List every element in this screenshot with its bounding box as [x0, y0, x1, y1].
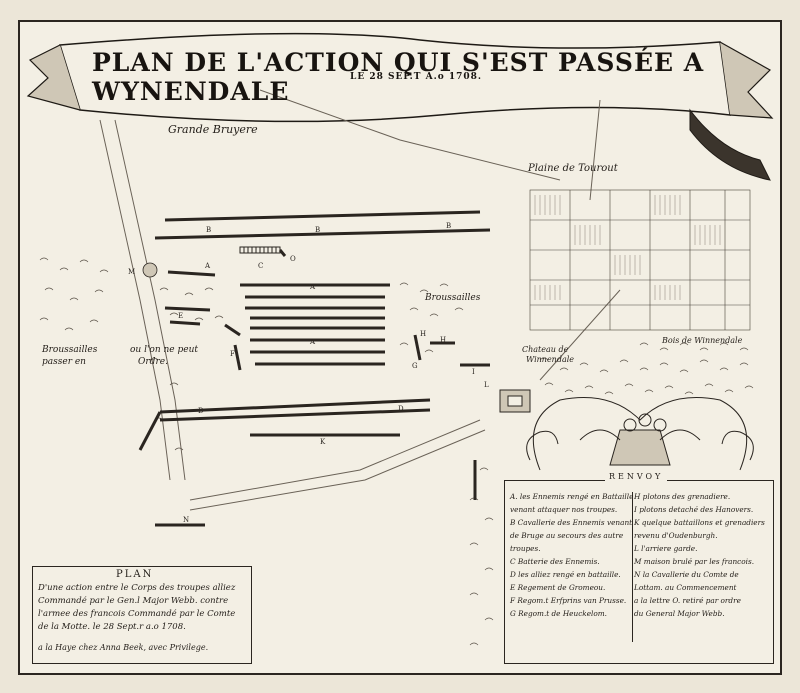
renvoy-right-2: I plotons detaché des Hanovers. [634, 505, 754, 514]
renvoy-left-9: F Regom.t Erfprins van Prusse. [510, 596, 627, 605]
renvoy-right-10: du General Major Webb. [634, 609, 725, 618]
renvoy-right-9: a la lettre O. retiré par ordre [634, 596, 741, 605]
letter-d2: D [398, 405, 404, 413]
battery [239, 246, 281, 254]
plan-line-4: de la Motte. le 28 Sept.r a.o 1708. [38, 622, 186, 632]
renvoy-left-5: troupes. [510, 544, 541, 553]
letter-a3: A [310, 338, 316, 346]
chateau [499, 389, 531, 413]
renvoy-left-1: A. les Ennemis rengé en Battaille [510, 492, 634, 501]
letter-l: L [484, 381, 489, 389]
fields [529, 189, 751, 331]
renvoy-left-6: C Batterie des Ennemis. [510, 557, 600, 566]
letter-n: N [183, 516, 190, 524]
letter-h2: H [440, 336, 447, 344]
letter-f: F [230, 350, 235, 358]
label-colonne-1: ou l'on ne peut [130, 345, 198, 355]
renvoy-left-8: E Regement de Gromeou. [510, 583, 606, 592]
field-hatching [534, 195, 721, 300]
letter-b1: B [206, 226, 212, 234]
renvoy-right-1: H plotons des grenadiere. [634, 492, 731, 501]
plan-line-2: Commandé par le Gen.l Major Webb. contre [38, 596, 229, 606]
label-chateau-1: Chateau de [522, 345, 569, 354]
letter-m: M [128, 268, 136, 276]
map-title: PLAN DE L'ACTION QUI S'EST PASSÉE A WYNE… [92, 48, 705, 106]
label-plaine-tourout: Plaine de Tourout [528, 163, 618, 174]
letter-d1: D [198, 407, 204, 415]
plan-publisher: a la Haye chez Anna Beek, avec Privilege… [38, 643, 209, 652]
renvoy-left-4: de Bruge au secours des autre [510, 531, 624, 540]
label-chateau-2: Winnendale [526, 355, 575, 364]
renvoy-right-5: L l'arriere garde. [634, 544, 698, 553]
renvoy-right-4: revenu d'Oudenburgh. [634, 531, 718, 540]
letter-b3: B [446, 222, 452, 230]
map-subtitle: LE 28 SEP.T A.o 1708. [350, 72, 483, 82]
renvoy-left-7: D les alliez rengé en battaille. [510, 570, 621, 579]
letter-a1: A [205, 262, 211, 270]
plan-cartouche [32, 566, 252, 664]
label-broussailles-center: Broussailles [425, 293, 481, 303]
burned-house [142, 262, 158, 278]
plan-line-1: D'une action entre le Corps des troupes … [38, 583, 236, 593]
plan-heading: PLAN [116, 569, 154, 580]
cartouche-ornament [526, 397, 754, 471]
plan-line-3: l'armee des francois Commandé par le Com… [38, 609, 236, 619]
letter-o: O [290, 255, 296, 263]
label-grande-bruyere: Grande Bruyere [168, 123, 258, 136]
renvoy-left-10: G Regom.t de Heuckelom. [510, 609, 607, 618]
renvoy-heading: RENVOY [605, 472, 668, 481]
letter-e: E [178, 312, 184, 320]
letter-i: I [472, 368, 475, 376]
label-broussailles-left-1: Broussailles [42, 345, 98, 355]
renvoy-right-6: M maison brulé par les francois. [634, 557, 755, 566]
letter-g: G [412, 362, 418, 370]
letter-a2: A [310, 283, 316, 291]
renvoy-legend [504, 480, 774, 664]
renvoy-right-7: N la Cavallerie du Comte de [634, 570, 739, 579]
letter-h1: H [420, 330, 427, 338]
renvoy-right-3: K quelque battaillons et grenadiers [634, 518, 765, 527]
renvoy-divider [632, 492, 633, 642]
roads [99, 89, 621, 511]
label-bois: Bois de Winnendale [662, 336, 743, 345]
title-banner [26, 32, 774, 181]
label-colonne-2: Ordre. [138, 357, 168, 367]
letter-k: K [320, 438, 326, 446]
label-broussailles-left-2: passer en [42, 357, 86, 367]
renvoy-left-3: B Cavallerie des Ennemis venant [510, 518, 633, 527]
renvoy-right-8: Lottam. au Commencement [634, 583, 737, 592]
letter-c: C [258, 262, 264, 270]
troop-lines [138, 210, 491, 527]
renvoy-left-2: venant attaquer nos troupes. [510, 505, 618, 514]
letter-b2: B [315, 226, 321, 234]
